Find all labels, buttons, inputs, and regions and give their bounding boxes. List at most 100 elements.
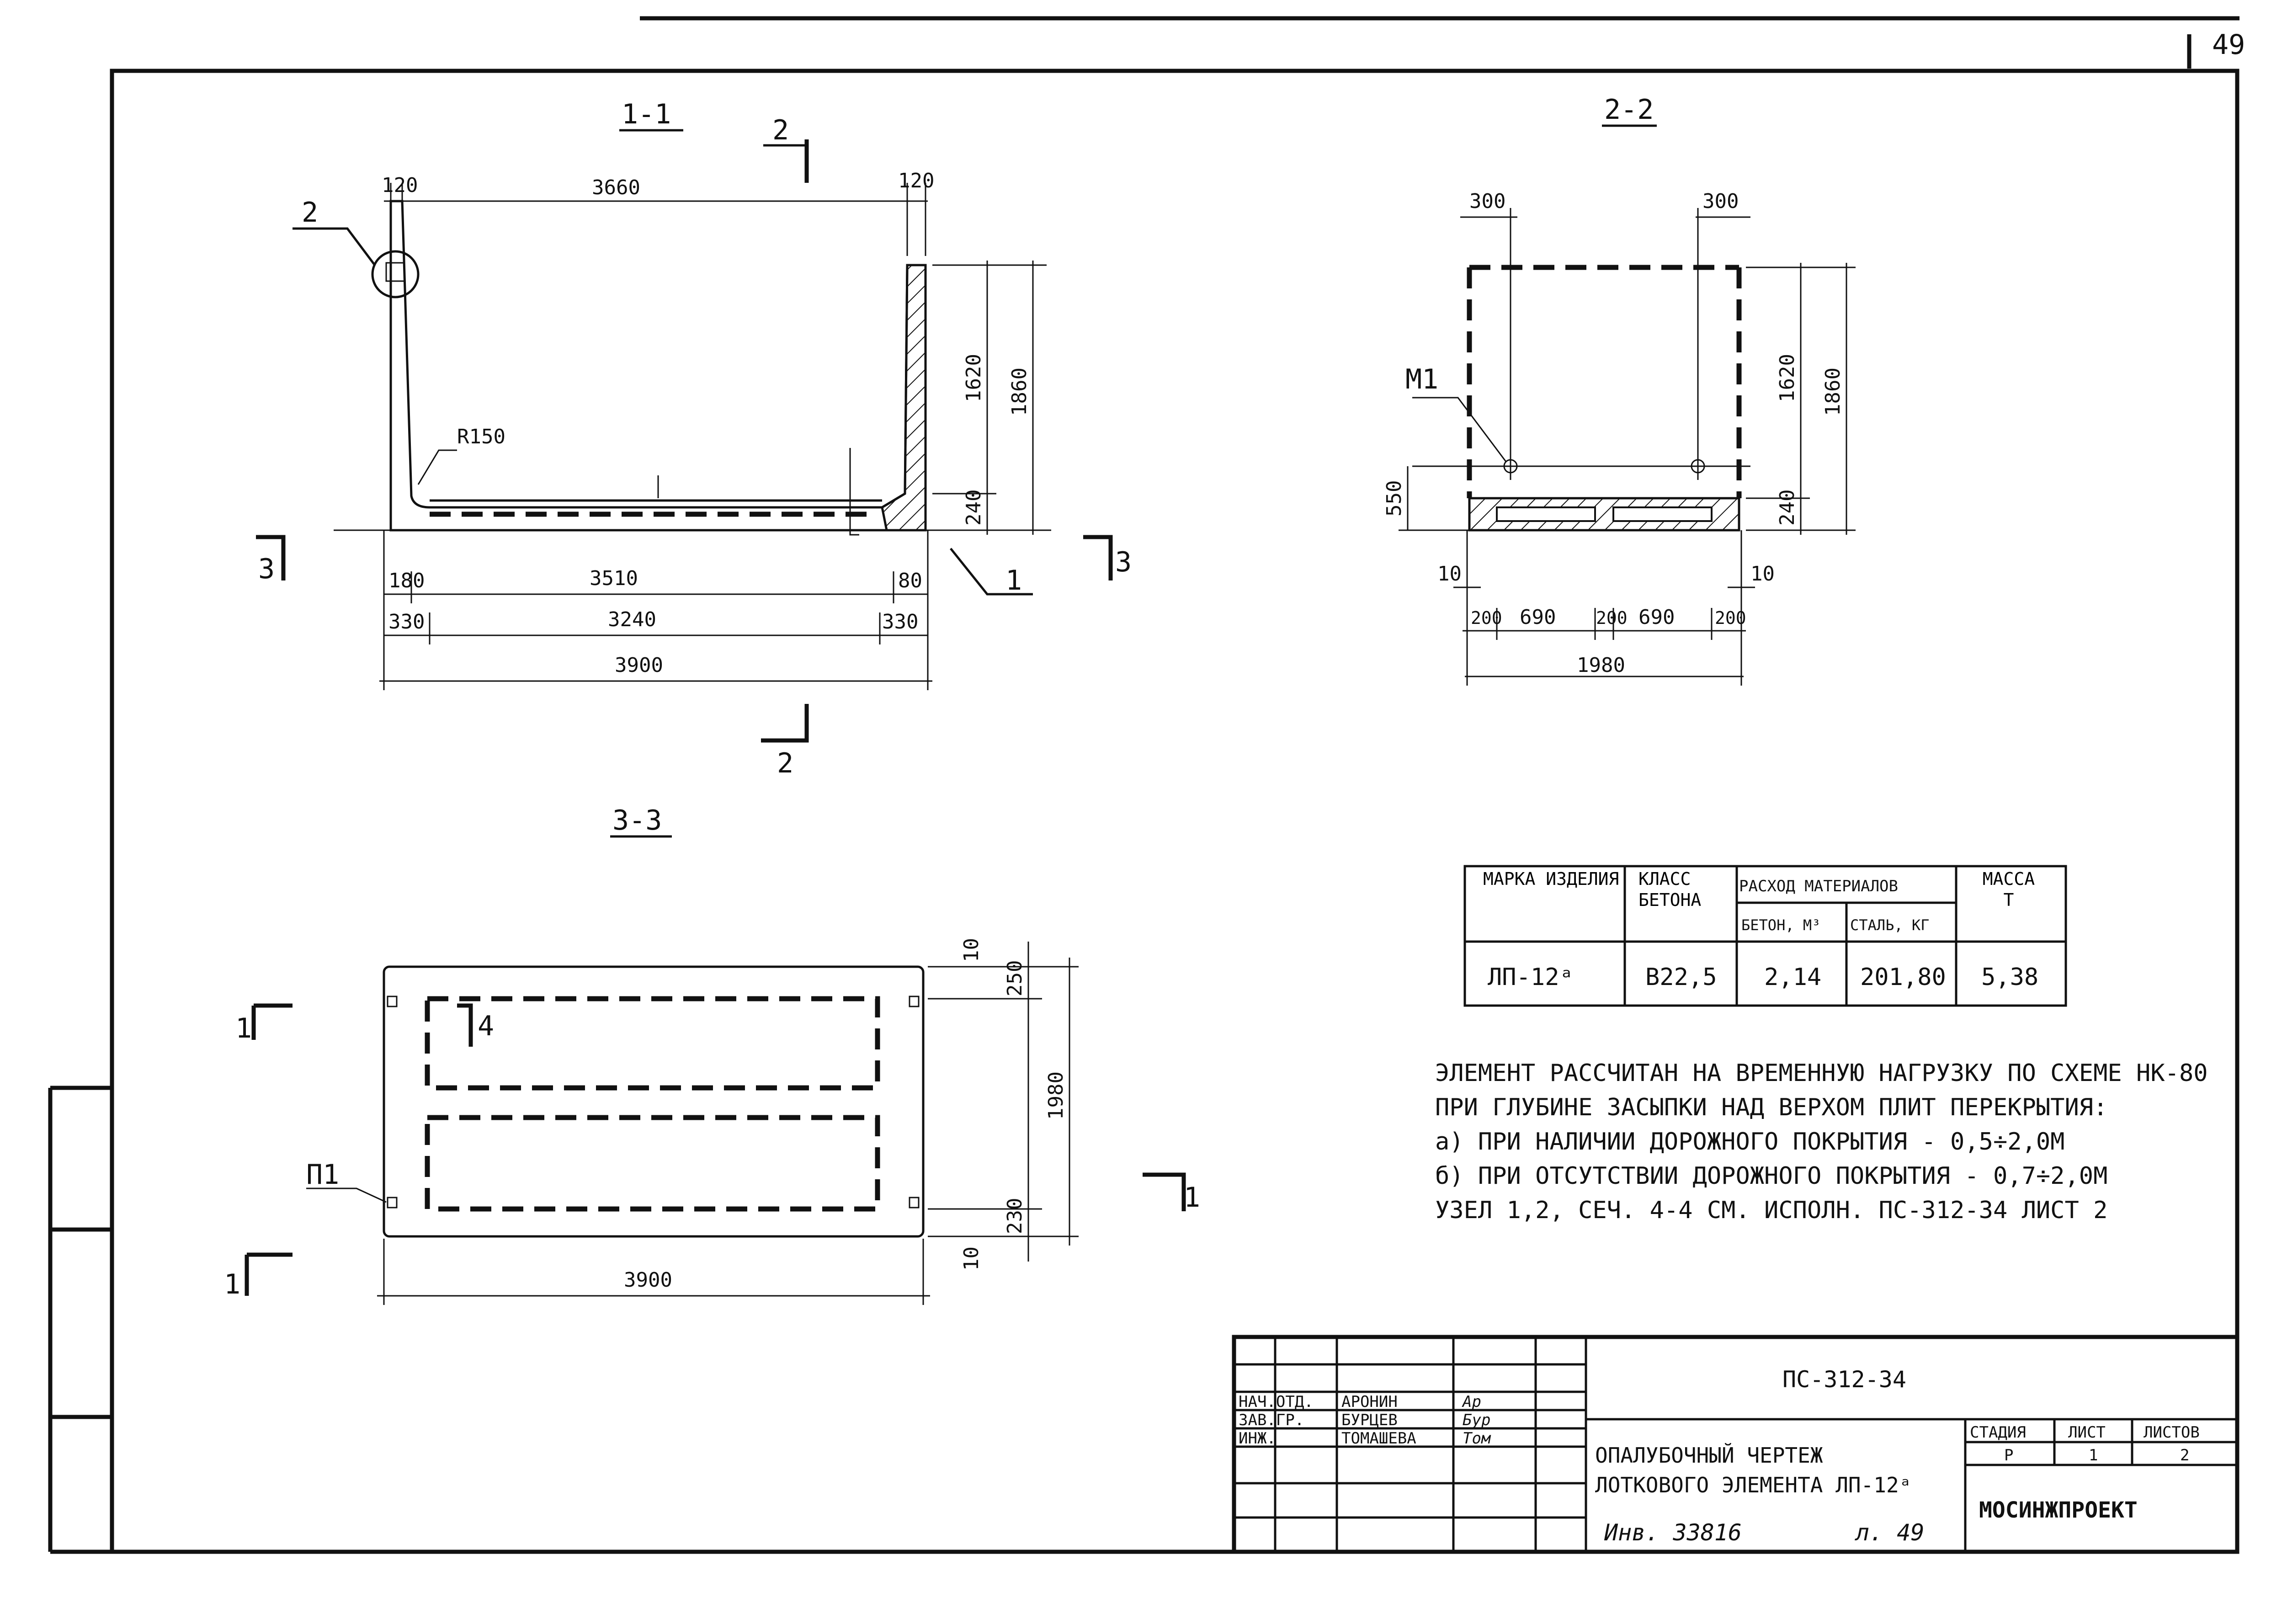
cut-line xyxy=(457,1003,473,1047)
leader-line xyxy=(293,227,376,266)
title-block: ПС-312-34 НАЧ.ОТД. АРОНИН Ар ЗАВ.ГР. БУР… xyxy=(1232,1335,2239,1554)
title-block-border xyxy=(1232,1335,2239,1554)
callout-part-1: 1 xyxy=(1005,564,1022,596)
signature: Бур xyxy=(1463,1411,1490,1429)
dim-r-10b: 10 xyxy=(960,1246,983,1271)
row-mark: ЛП-12ᵃ xyxy=(1488,964,1574,991)
detail-bracket xyxy=(849,448,859,536)
opening-bottom xyxy=(425,1115,880,1212)
m1-leader xyxy=(1412,397,1507,462)
sheet-number: 49 xyxy=(2212,29,2245,61)
stage-value: Р xyxy=(2004,1446,2013,1464)
dim-h-1860: 1860 xyxy=(1821,367,1845,416)
dim-h-240: 240 xyxy=(1776,490,1799,526)
dim-bot-mid: 3510 xyxy=(590,567,638,590)
signature: Том xyxy=(1463,1429,1491,1448)
section-2-2-title: 2-2 xyxy=(1604,94,1654,126)
section-3-3: 3-3 4 П1 1 1 1 10 250 1980 xyxy=(224,804,1200,1305)
row-class: В22,5 xyxy=(1645,964,1717,991)
dim-top-mid: 3660 xyxy=(592,176,640,199)
dim-r-250: 250 xyxy=(1003,960,1027,996)
sheets-label: ЛИСТОВ xyxy=(2144,1423,2200,1442)
person-name: АРОНИН xyxy=(1341,1393,1398,1411)
dim-b-200c: 200 xyxy=(1715,608,1746,628)
person-name: БУРЦЕВ xyxy=(1341,1411,1398,1429)
header-mass: МАССА Т xyxy=(1983,869,2035,910)
row-steel: 201,80 xyxy=(1860,964,1946,991)
title-line-1: ОПАЛУБОЧНЫЙ ЧЕРТЕЖ xyxy=(1595,1443,1823,1468)
notch xyxy=(387,1197,398,1209)
dim-h-1860: 1860 xyxy=(1008,367,1031,416)
dim-r-10a: 10 xyxy=(960,938,983,962)
dim-b2-mid: 3240 xyxy=(608,608,656,631)
inventory-number: Инв. 33816 xyxy=(1604,1519,1742,1546)
dim-h-1620: 1620 xyxy=(1776,354,1799,402)
dim-top-left: 120 xyxy=(382,174,418,197)
title-line-2: ЛОТКОВОГО ЭЛЕМЕНТА ЛП-12ᵃ xyxy=(1595,1473,1911,1497)
notch xyxy=(387,996,398,1007)
dim-top-left: 300 xyxy=(1469,190,1505,213)
dim-overall: 3900 xyxy=(624,1268,672,1292)
section-1-1: 1-1 2 2 R150 1 3 3 1 xyxy=(256,98,1132,779)
callout-node-2: 2 xyxy=(302,197,318,229)
dim-b-200b: 200 xyxy=(1596,608,1628,628)
dim-top-right: 300 xyxy=(1702,190,1739,213)
dim-overall: 3900 xyxy=(615,654,663,677)
role-label: ЗАВ.ГР. xyxy=(1239,1411,1304,1429)
mark-p1: П1 xyxy=(306,1159,339,1191)
dim-b-690a: 690 xyxy=(1520,606,1556,629)
header-steel: СТАЛЬ, КГ xyxy=(1850,916,1929,934)
radius-label: R150 xyxy=(457,425,505,448)
node-notch xyxy=(385,262,405,282)
dim-side-left: 10 xyxy=(1437,562,1462,586)
section-2-2: 2-2 M1 300 300 1620 1860 240 xyxy=(1383,94,1856,686)
sheets-value: 2 xyxy=(2180,1446,2189,1464)
note-line: б) ПРИ ОТСУТСТВИИ ДОРОЖНОГО ПОКРЫТИЯ - 0… xyxy=(1435,1162,2107,1190)
stage-label: СТАДИЯ xyxy=(1970,1423,2026,1442)
dim-bot-right-small: 80 xyxy=(898,569,922,592)
cut-line xyxy=(1143,1172,1186,1211)
note-line: УЗЕЛ 1,2, СЕЧ. 4-4 СМ. ИСПОЛН. ПС-312-34… xyxy=(1435,1197,2107,1224)
cut-line xyxy=(1083,535,1113,580)
radius-leader xyxy=(417,449,457,485)
side-mark-3-right: 3 xyxy=(1115,546,1132,578)
notch xyxy=(909,1197,920,1209)
leader-line xyxy=(950,548,1033,596)
row-mass: 5,38 xyxy=(1981,964,2038,991)
doc-code: ПС-312-34 xyxy=(1782,1366,1906,1393)
dim-b-200a: 200 xyxy=(1471,608,1502,628)
cut-line xyxy=(256,535,286,580)
plan-outline xyxy=(383,965,925,1238)
note-line: а) ПРИ НАЛИЧИИ ДОРОЖНОГО ПОКРЫТИЯ - 0,5÷… xyxy=(1435,1128,2065,1155)
cut-mark-1-left-top: 1 xyxy=(235,1012,252,1044)
wall-hatch xyxy=(881,264,927,532)
header-mark-text: МАРКА ИЗДЕЛИЯ xyxy=(1483,869,1619,889)
sheet-label: ЛИСТ xyxy=(2068,1423,2106,1442)
dim-b2-right: 330 xyxy=(882,610,918,634)
section-1-1-title: 1-1 xyxy=(622,98,671,130)
side-mark-3-left: 3 xyxy=(258,553,275,585)
dim-r-1980: 1980 xyxy=(1044,1071,1068,1120)
role-label: ИНЖ. xyxy=(1239,1429,1276,1448)
dim-overall: 1980 xyxy=(1577,654,1625,677)
dim-h-240: 240 xyxy=(962,490,985,526)
slab-void-left xyxy=(1496,506,1596,522)
note-line: ПРИ ГЛУБИНЕ ЗАСЫПКИ НАД ВЕРХОМ ПЛИТ ПЕРЕ… xyxy=(1435,1094,2107,1121)
role-label: НАЧ.ОТД. xyxy=(1239,1393,1314,1411)
notes: ЭЛЕМЕНТ РАССЧИТАН НА ВРЕМЕННУЮ НАГРУЗКУ … xyxy=(1435,1060,2208,1224)
dim-h-1620: 1620 xyxy=(962,354,985,402)
dim-r-230: 230 xyxy=(1003,1198,1027,1234)
person-name: ТОМАШЕВА xyxy=(1341,1429,1416,1448)
note-line: ЭЛЕМЕНТ РАССЧИТАН НА ВРЕМЕННУЮ НАГРУЗКУ … xyxy=(1435,1060,2208,1087)
cut-mark-2-top: 2 xyxy=(772,114,789,146)
opening-top xyxy=(425,996,880,1091)
row-concrete: 2,14 xyxy=(1764,964,1821,991)
section-3-3-title: 3-3 xyxy=(612,804,662,836)
signature: Ар xyxy=(1462,1393,1481,1411)
organization: МОСИНЖПРОЕКТ xyxy=(1979,1497,2138,1523)
dim-b-690b: 690 xyxy=(1638,606,1675,629)
mark-m1: M1 xyxy=(1405,363,1438,395)
cut-line xyxy=(761,704,809,743)
dim-top-right: 120 xyxy=(898,169,934,192)
